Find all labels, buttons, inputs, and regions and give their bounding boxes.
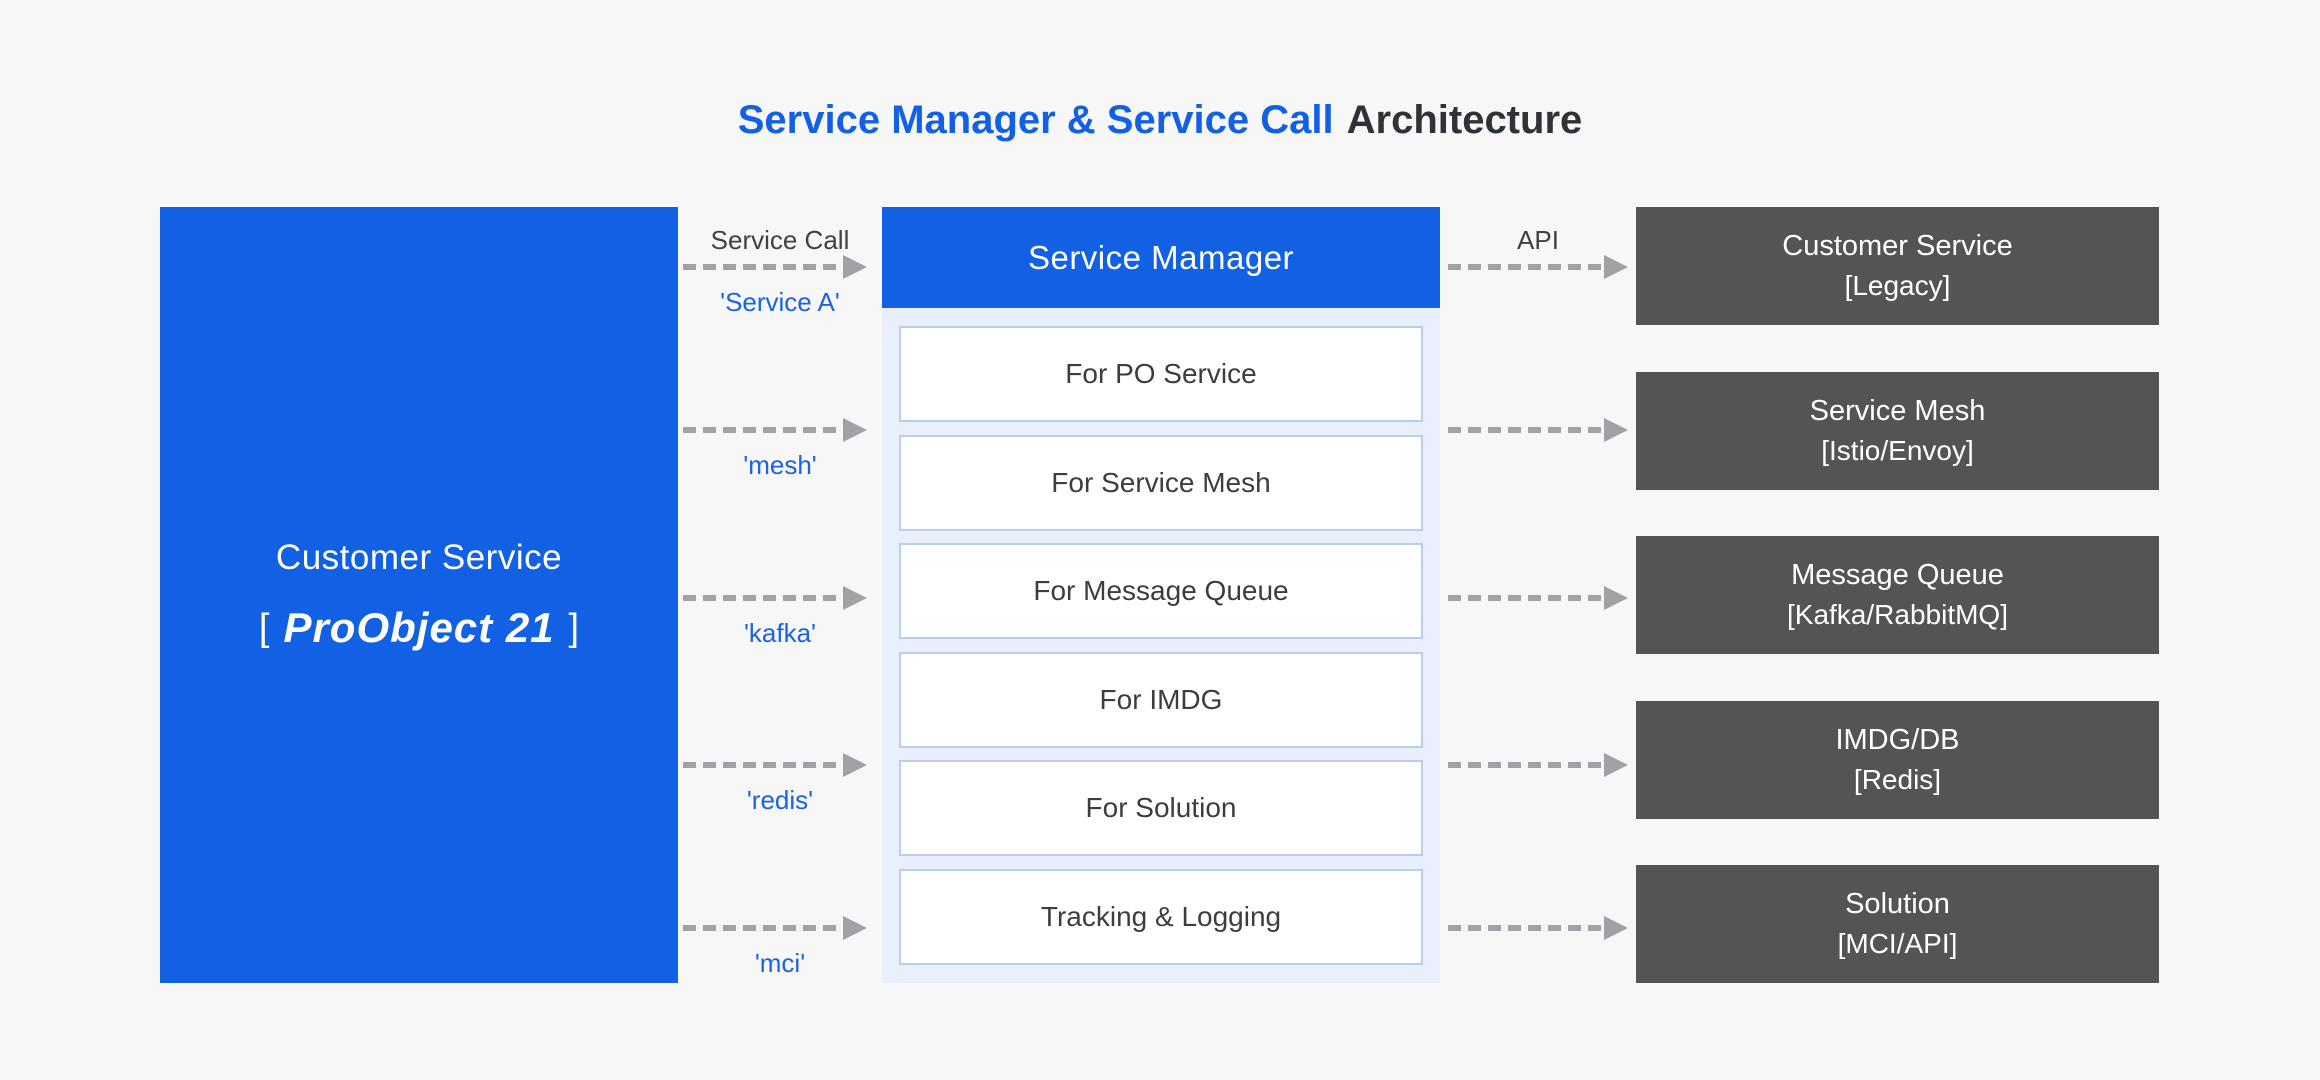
arrow-head-icon — [843, 418, 867, 442]
target-solution: Solution [MCI/API] — [1636, 865, 2159, 983]
target-message-queue: Message Queue [Kafka/RabbitMQ] — [1636, 536, 2159, 654]
module-solution: For Solution — [899, 760, 1423, 857]
target-systems-column: Customer Service [Legacy] Service Mesh [… — [1636, 207, 2159, 983]
target-title: Service Mesh — [1809, 394, 1986, 427]
target-title: Customer Service — [1782, 230, 2013, 262]
target-customer-service-legacy: Customer Service [Legacy] — [1636, 207, 2159, 325]
bracket-close: ] — [568, 606, 580, 649]
page-title: Service Manager & Service Call Architect… — [0, 98, 2320, 143]
target-title: IMDG/DB — [1835, 723, 1960, 756]
target-imdg-db: IMDG/DB [Redis] — [1636, 700, 2159, 819]
bracket-open: [ — [258, 606, 270, 649]
dashed-arrow-line — [683, 264, 843, 270]
customer-service-source-box: Customer Service [ ProObject 21 ] — [160, 207, 678, 983]
service-manager-modules: For PO Service For Service Mesh For Mess… — [882, 308, 1440, 983]
target-title: Solution — [1845, 888, 1950, 920]
kafka-label: 'kafka' — [743, 618, 817, 648]
mesh-label: 'mesh' — [743, 450, 817, 480]
arrow-head-icon — [843, 255, 867, 279]
dashed-arrow-line — [683, 595, 843, 601]
dashed-arrow-line — [1448, 595, 1604, 601]
module-message-queue: For Message Queue — [899, 543, 1423, 640]
dashed-arrow-line — [683, 762, 843, 768]
service-manager-header: Service Mamager — [882, 207, 1440, 308]
dashed-arrow-line — [1448, 762, 1604, 768]
service-manager-panel: Service Mamager For PO Service For Servi… — [882, 207, 1440, 983]
redis-label: 'redis' — [746, 785, 814, 815]
service-a-label: 'Service A' — [720, 287, 840, 317]
dashed-arrow-line — [683, 427, 843, 433]
arrow-head-icon — [843, 916, 867, 940]
module-po-service: For PO Service — [899, 326, 1423, 422]
arrow-head-icon — [1604, 586, 1628, 610]
module-tracking-logging: Tracking & Logging — [899, 868, 1423, 965]
page-title-rest: Architecture — [1346, 98, 1583, 142]
dashed-arrow-line — [1448, 427, 1604, 433]
dashed-arrow-line — [683, 925, 843, 931]
api-label: API — [1517, 225, 1559, 255]
dashed-arrow-line — [1448, 264, 1604, 270]
target-service-mesh: Service Mesh [Istio/Envoy] — [1636, 371, 2159, 490]
target-subtitle: [Redis] — [1853, 763, 1942, 795]
arrow-head-icon — [843, 753, 867, 777]
arrow-head-icon — [1604, 418, 1628, 442]
dashed-arrow-line — [1448, 925, 1604, 931]
target-subtitle: [Legacy] — [1844, 270, 1951, 301]
module-service-mesh: For Service Mesh — [899, 434, 1423, 531]
customer-service-label: Customer Service — [275, 538, 563, 577]
arrow-head-icon — [1604, 255, 1628, 279]
arrow-head-icon — [1604, 916, 1628, 940]
target-subtitle: [MCI/API] — [1837, 928, 1958, 959]
target-subtitle: [Istio/Envoy] — [1821, 434, 1974, 466]
arrow-head-icon — [843, 586, 867, 610]
product-name: ProObject 21 — [283, 604, 555, 651]
mci-label: 'mci' — [754, 948, 806, 978]
arrow-head-icon — [1604, 753, 1628, 777]
target-title: Message Queue — [1791, 559, 2004, 591]
product-label: [ ProObject 21 ] — [259, 604, 579, 652]
page-title-highlight: Service Manager & Service Call — [737, 98, 1334, 142]
module-imdg: For IMDG — [899, 651, 1423, 748]
target-subtitle: [Kafka/RabbitMQ] — [1787, 599, 2008, 630]
service-call-label: Service Call — [710, 225, 850, 255]
